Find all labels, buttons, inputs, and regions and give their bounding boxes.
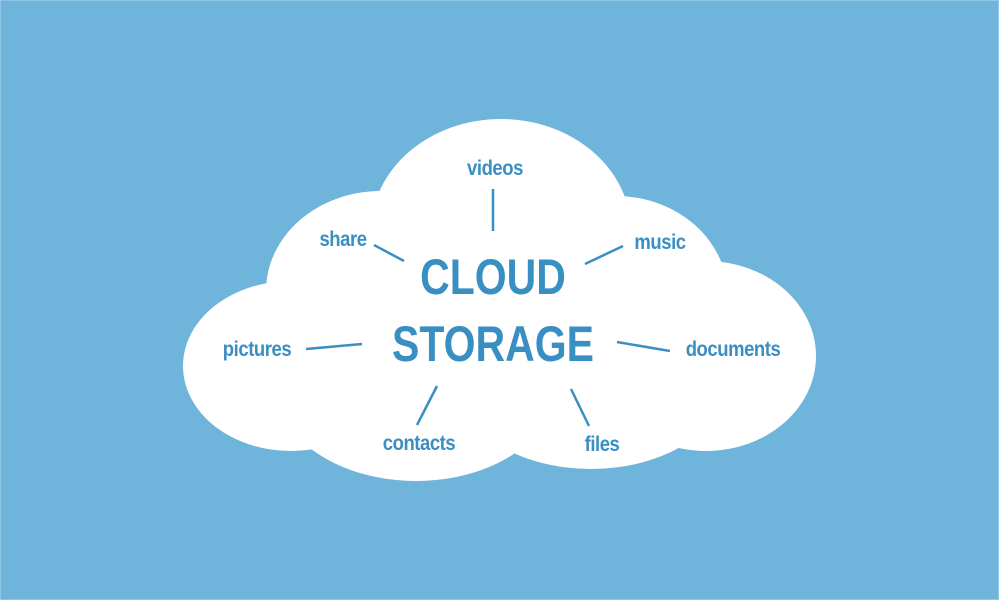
node-share: share [319,228,367,251]
connector-share [373,243,405,263]
connector-pictures [305,342,363,351]
connector-documents [616,340,671,353]
node-pictures: pictures [222,338,292,361]
connector-files [569,388,591,427]
connector-lines [305,189,671,427]
node-files: files [584,433,620,456]
connector-music [584,244,624,266]
node-videos: videos [467,157,523,180]
node-documents: documents [685,338,781,361]
node-contacts: contacts [382,432,456,455]
node-music: music [634,231,686,254]
connector-contacts [415,385,439,426]
title-line-storage: STORAGE [391,316,595,372]
title-line-cloud: CLOUD [420,249,566,305]
